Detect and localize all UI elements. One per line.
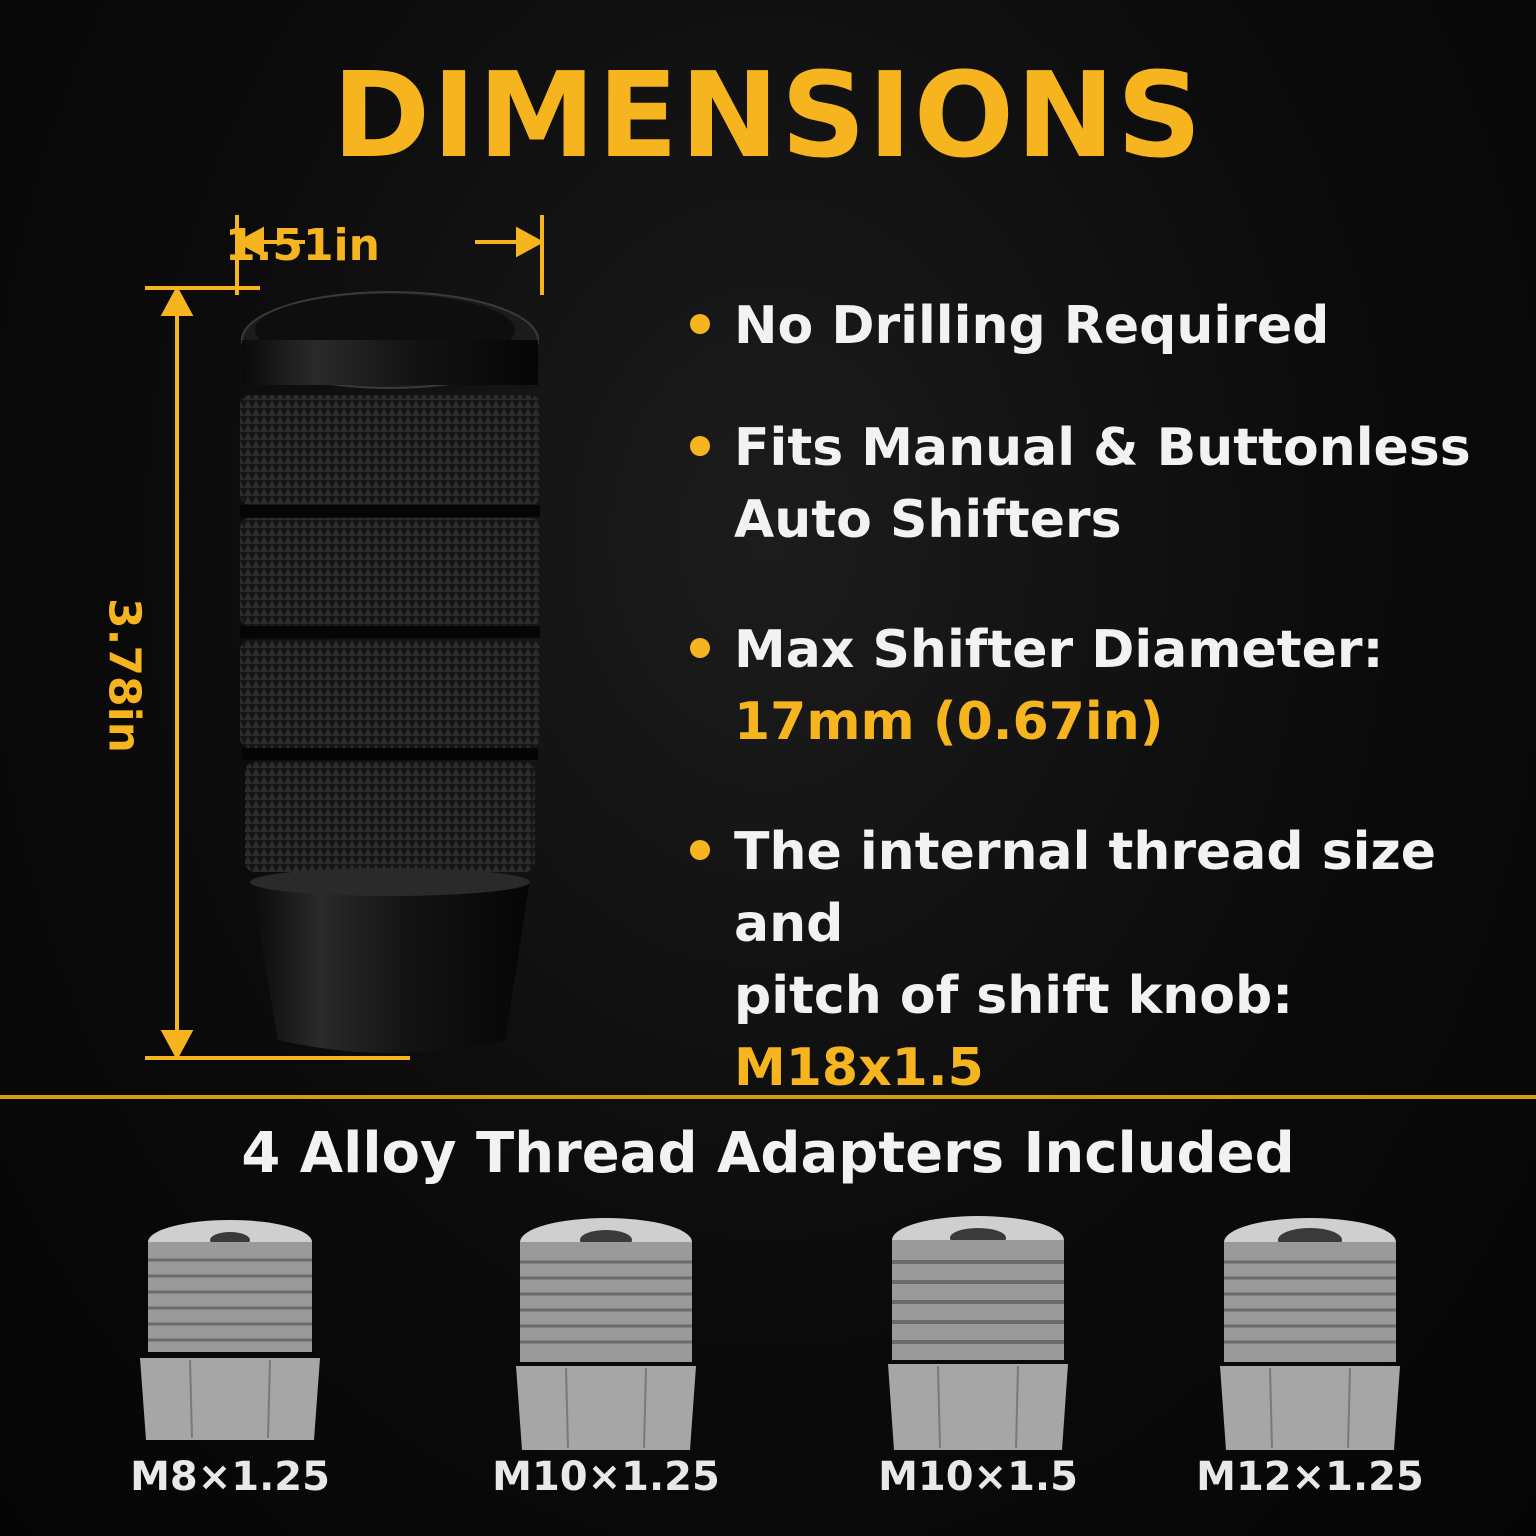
thread-adapter-icon [140,1220,320,1440]
width-dimension-lines [235,215,545,295]
feature-highlight: 17mm (0.67in) [734,692,1164,752]
adapter-m12: M12×1.25 [1180,1210,1440,1536]
bullet-icon [690,314,710,334]
section-divider [0,1095,1536,1099]
bullet-icon [690,840,710,860]
page-title: DIMENSIONS [332,46,1204,184]
thread-adapter-icon [516,1218,696,1450]
feature-list: No Drilling Required Fits Manual & Butto… [690,290,1510,1162]
height-dimension-label: 3.78in [98,598,150,753]
bullet-icon [690,436,710,456]
width-dimension-label: 1.51in [225,220,380,271]
feature-text: No Drilling Required [734,296,1330,356]
feature-text: Auto Shifters [734,490,1122,550]
adapter-m8: M8×1.25 [100,1210,360,1536]
shift-knob-illustration [145,215,545,1061]
feature-text: pitch of shift knob: [734,966,1294,1026]
feature-text-line: pitch of shift knob: M18x1.5 [734,960,1510,1104]
feature-fits-shifters: Fits Manual & Buttonless Auto Shifters [690,412,1510,556]
adapter-m10-125: M10×1.25 [476,1210,736,1536]
feature-highlight: M18x1.5 [734,1038,984,1098]
feature-text: Fits Manual & Buttonless [734,418,1471,478]
feature-text: The internal thread size and [734,822,1437,954]
feature-thread-size: The internal thread size and pitch of sh… [690,816,1510,1104]
feature-no-drilling: No Drilling Required [690,290,1510,362]
thread-adapter-icon [888,1216,1068,1450]
height-dimension-lines [145,285,410,1061]
adapter-m10-15: M10×1.5 [848,1210,1108,1536]
adapter-label: M8×1.25 [130,1454,330,1500]
adapters-title: 4 Alloy Thread Adapters Included [241,1121,1295,1186]
bullet-icon [690,638,710,658]
thread-adapter-icon [1220,1218,1400,1450]
feature-text: Max Shifter Diameter: [734,620,1384,680]
adapter-label: M10×1.25 [492,1454,720,1500]
adapter-label: M12×1.25 [1196,1454,1424,1500]
adapter-label: M10×1.5 [878,1454,1078,1500]
feature-max-diameter: Max Shifter Diameter: 17mm (0.67in) [690,614,1510,758]
